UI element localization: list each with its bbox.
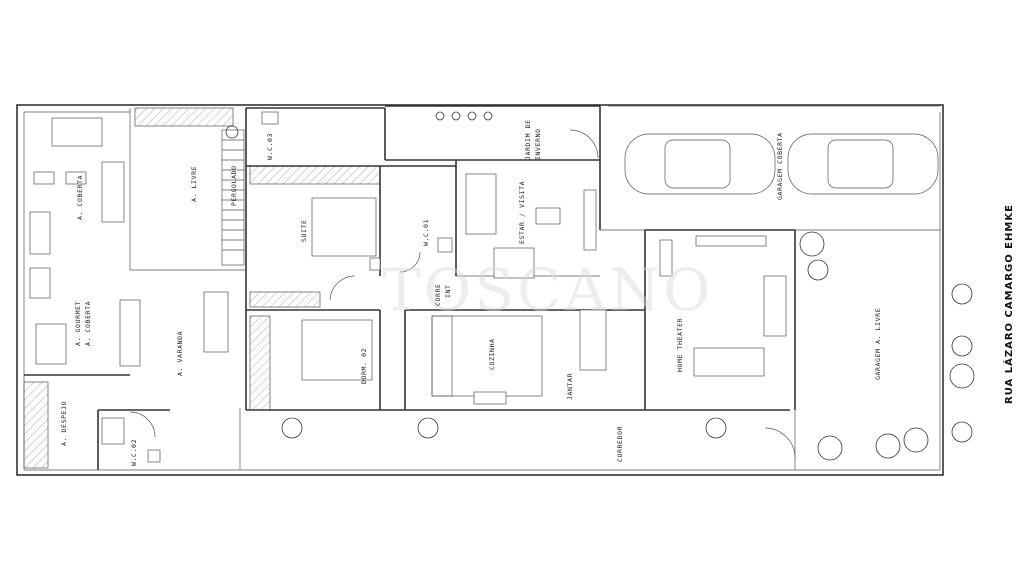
hatch-pergolado	[134, 107, 234, 127]
label-wc02: W.C.02	[130, 439, 138, 466]
furniture	[29, 111, 787, 463]
label-home-theater: HOME THEATER	[676, 318, 684, 372]
label-suite: SUITE	[300, 219, 308, 242]
label-corre-2: INT	[444, 284, 452, 298]
hatch-dorm	[249, 315, 271, 411]
label-jardim-2: INVERNO	[534, 128, 542, 160]
plants	[225, 111, 975, 461]
label-dorm02: DORM. 02	[360, 348, 368, 384]
label-a-coberta: A. COBERTA	[76, 175, 84, 220]
pergolado-slats	[221, 129, 245, 266]
label-corre-1: CORRE	[434, 283, 442, 306]
label-estar-visita: ESTAR / VISITA	[518, 181, 526, 244]
label-a-gourmet-2: A. COBERTA	[84, 301, 92, 346]
label-pergolado: PERGOLADO	[230, 165, 238, 206]
label-jantar: JANTAR	[566, 373, 574, 400]
label-a-varanda: A. VARANDA	[176, 331, 184, 376]
label-a-livre: A. LIVRE	[190, 166, 198, 202]
label-garagem-livre: GARAGEM A. LIVRE	[874, 308, 882, 380]
label-corredor: CORREDOR	[616, 426, 624, 462]
label-garagem-coberta: GARAGEM COBERTA	[776, 132, 784, 200]
label-wc01: W.C.01	[422, 219, 430, 246]
lot-boundary	[16, 104, 944, 476]
label-a-gourmet-1: A. GOURMET	[74, 301, 82, 346]
hatch-suite-top	[249, 165, 381, 185]
hatch-despejo	[23, 381, 49, 469]
street-name: RUA LÁZARO CAMARGO EHMKE	[1002, 204, 1015, 404]
label-a-despejo: A. DESPEJO	[60, 401, 68, 446]
doors	[129, 129, 796, 459]
watermark-logo: TOSCANO	[382, 256, 714, 324]
label-jardim-1: JARDIM DE	[524, 119, 532, 160]
car-1	[624, 133, 776, 195]
label-cozinha: COZINHA	[488, 338, 496, 370]
label-wc03: W.C.03	[266, 133, 274, 160]
hatch-suite-bottom	[249, 291, 321, 308]
car-2	[787, 133, 939, 195]
